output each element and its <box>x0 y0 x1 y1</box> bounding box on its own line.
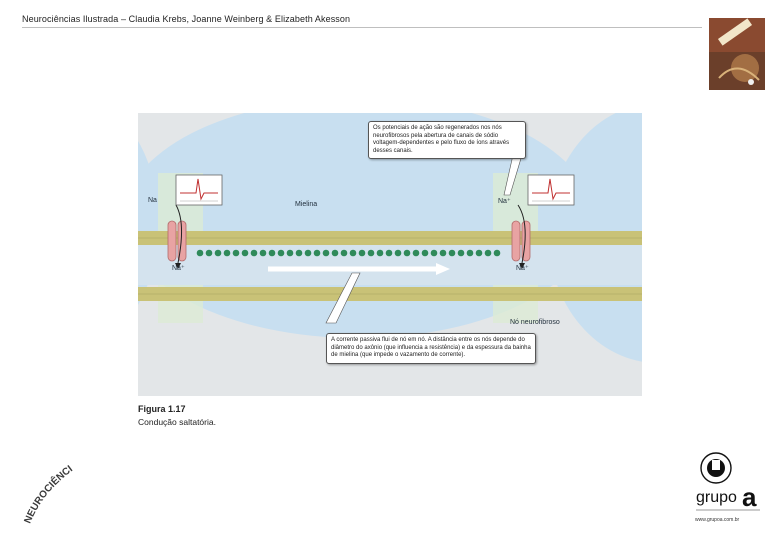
svg-text:grupo: grupo <box>696 489 737 506</box>
label-na-left: Na <box>148 197 157 204</box>
figure-saltatory-conduction: Na Na⁺ Na⁺ Na⁺ Mielina Nó neurofibroso O… <box>138 113 642 396</box>
svg-text:a: a <box>742 482 757 512</box>
book-cover-art <box>709 18 765 90</box>
action-potential-inset-left <box>176 175 222 205</box>
label-na-right: Na⁺ <box>498 197 511 205</box>
label-mielina: Mielina <box>295 201 317 208</box>
action-potential-inset-right <box>528 175 574 205</box>
svg-text:NEUROCIÊNCIAS: NEUROCIÊNCIAS <box>22 462 75 525</box>
page-header-title: Neurociências Ilustrada – Claudia Krebs,… <box>22 14 350 24</box>
publisher-logo-art: grupo a <box>690 450 770 516</box>
publisher-url: www.grupoa.com.br <box>695 517 739 523</box>
figure-number: Figura 1.17 <box>138 404 186 414</box>
label-no-neurofibroso: Nó neurofibroso <box>510 319 560 326</box>
header-divider <box>22 27 702 28</box>
label-na-plus-right: Na⁺ <box>516 264 529 272</box>
neurociencias-wordmark: NEUROCIÊNCIAS <box>22 462 92 528</box>
callout-passive-current: A corrente passiva flui de nó em nó. A d… <box>326 333 536 364</box>
callout-action-potential: Os potenciais de ação são regenerados no… <box>368 121 526 159</box>
figure-caption: Condução saltatória. <box>138 417 216 427</box>
book-cover-image <box>709 18 765 90</box>
label-na-plus-left: Na⁺ <box>172 264 185 272</box>
